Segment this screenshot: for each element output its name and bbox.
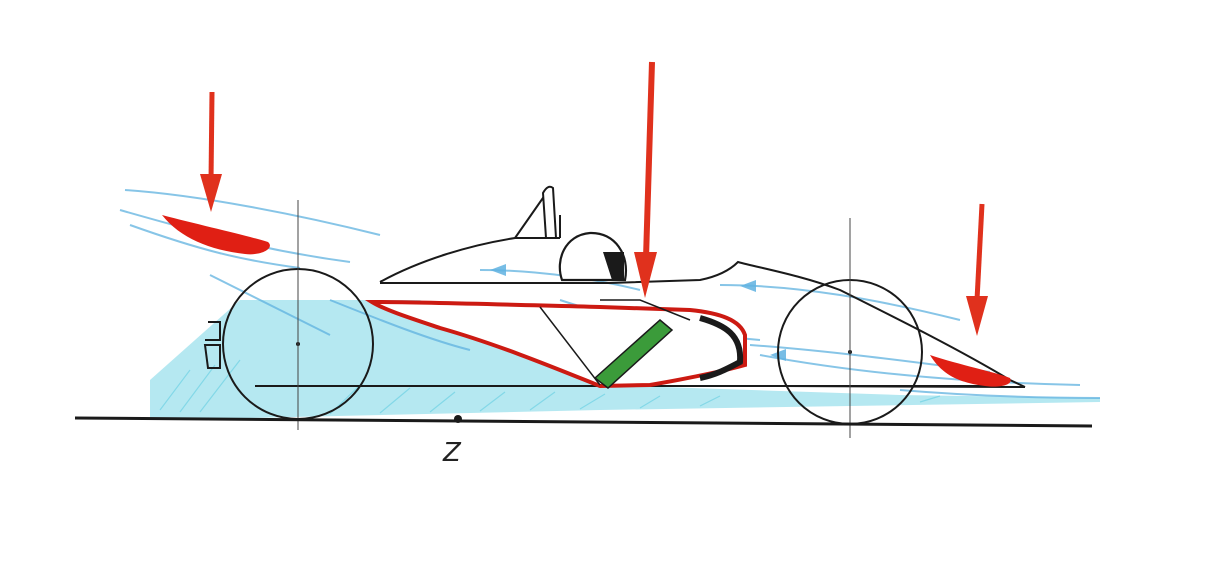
ground-effect-airflow xyxy=(150,300,1100,418)
rear-wing xyxy=(162,215,270,255)
underbody-venturi xyxy=(364,299,747,389)
roll-hoop xyxy=(541,185,558,239)
underbody-airflow-hatching xyxy=(159,359,941,415)
point-z-label: Z xyxy=(442,438,462,468)
seat-belt xyxy=(593,319,674,389)
rear-wing-downforce-arrow xyxy=(200,91,222,212)
axle-guide-lines xyxy=(297,200,851,438)
front-wing-downforce-arrow xyxy=(966,203,988,336)
body-downforce-arrow xyxy=(634,61,657,298)
ground-line xyxy=(74,416,1093,428)
ground-point-z xyxy=(454,415,462,423)
driver-helmet xyxy=(558,231,628,282)
front-wing xyxy=(930,355,1011,387)
